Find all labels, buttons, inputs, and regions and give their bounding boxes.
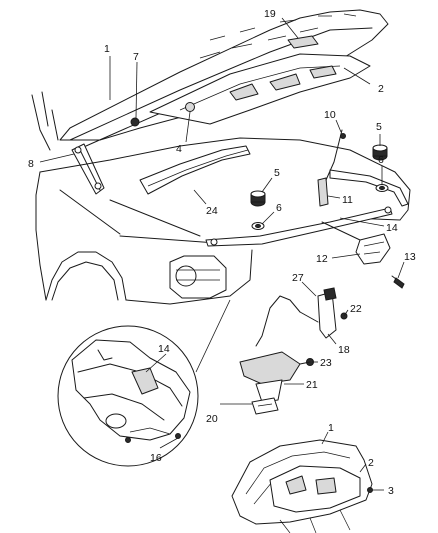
callout-10: 10 — [324, 109, 336, 121]
fender-seal-right — [329, 169, 409, 207]
grommet-6a — [375, 184, 389, 192]
callout-14: 14 — [158, 343, 170, 355]
callout-8: 8 — [28, 158, 34, 170]
callout-24: 24 — [206, 205, 218, 217]
callout-11: 11 — [342, 194, 353, 206]
grommet-6b — [251, 222, 265, 230]
callout-27: 27 — [292, 272, 304, 284]
callout-5: 5 — [274, 167, 280, 179]
hood-hinge — [71, 143, 105, 195]
callout-1: 1 — [104, 43, 110, 55]
bumper-stop-5a — [372, 144, 388, 161]
callout-5: 5 — [376, 121, 382, 133]
leader-lines — [39, 17, 405, 491]
hood-inset-view — [231, 439, 373, 533]
detail-view-circle — [57, 299, 231, 467]
cowl-pillar — [31, 91, 59, 151]
callout-22: 22 — [350, 303, 362, 315]
callout-6: 6 — [276, 202, 282, 214]
callout-7: 7 — [133, 51, 139, 63]
callout-3: 3 — [388, 485, 394, 497]
callout-12: 12 — [316, 253, 328, 265]
callout-2: 2 — [378, 83, 384, 95]
hood-latch — [321, 221, 405, 289]
callout-19: 19 — [264, 8, 276, 20]
callout-14: 14 — [386, 222, 398, 234]
callout-6: 6 — [378, 154, 384, 166]
callout-21: 21 — [306, 379, 318, 391]
hood-bumper-4 — [185, 102, 195, 112]
callout-18: 18 — [338, 344, 350, 356]
safety-catch — [317, 129, 346, 207]
radiator-support — [205, 206, 393, 247]
release-handle — [239, 351, 314, 415]
bumper-stop-5b — [250, 190, 266, 207]
callout-4: 4 — [176, 143, 182, 155]
hood-seal — [139, 145, 251, 195]
callout-1: 1 — [328, 422, 334, 434]
callout-2: 2 — [368, 457, 374, 469]
callout-13: 13 — [404, 251, 416, 263]
callout-labels: 1 7 19 2 4 10 5 6 8 5 11 24 6 14 12 13 2… — [28, 8, 416, 497]
callout-20: 20 — [206, 413, 218, 425]
hood-latch-striker — [287, 35, 319, 49]
hood-inner-panel — [149, 53, 371, 125]
release-cable — [255, 287, 348, 347]
callout-23: 23 — [320, 357, 332, 369]
hood-bumper-7 — [130, 117, 140, 127]
callout-16: 16 — [150, 452, 162, 464]
